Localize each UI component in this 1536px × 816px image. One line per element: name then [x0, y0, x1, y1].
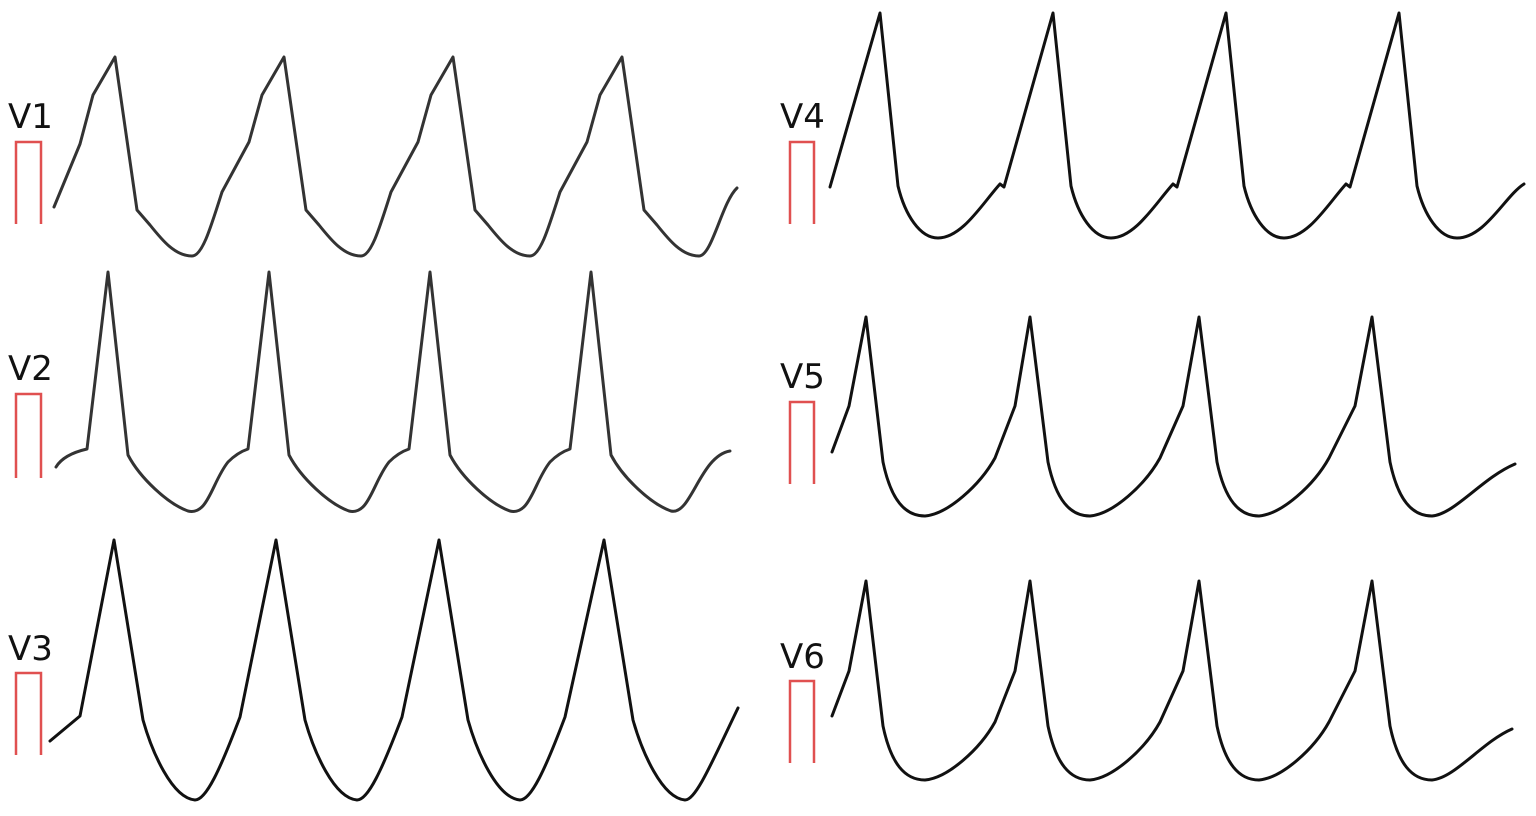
trace-v4: [828, 11, 1526, 240]
lead-v4: V4: [780, 11, 1526, 240]
calibration-pulse-v3: [14, 671, 43, 755]
calibration-pulse-v2: [14, 392, 43, 478]
lead-v3: V3: [8, 538, 740, 802]
lead-v6: V6: [780, 579, 1514, 782]
trace-v2: [54, 270, 732, 513]
lead-v1: V1: [8, 55, 739, 258]
lead-label-v2: V2: [8, 349, 53, 389]
lead-label-v6: V6: [780, 637, 825, 677]
lead-label-v4: V4: [780, 97, 825, 137]
calibration-pulse-v4: [788, 140, 816, 224]
trace-v6: [830, 579, 1514, 782]
calibration-pulse-v5: [788, 400, 816, 484]
lead-v5: V5: [780, 315, 1517, 518]
lead-label-v1: V1: [8, 97, 53, 137]
calibration-pulse-v6: [788, 679, 816, 763]
trace-v5: [830, 315, 1517, 518]
calibration-pulse-v1: [14, 140, 43, 224]
lead-v2: V2: [8, 270, 732, 513]
trace-v3: [48, 538, 740, 802]
lead-label-v5: V5: [780, 357, 825, 397]
lead-label-v3: V3: [8, 629, 53, 669]
trace-v1: [52, 55, 739, 258]
